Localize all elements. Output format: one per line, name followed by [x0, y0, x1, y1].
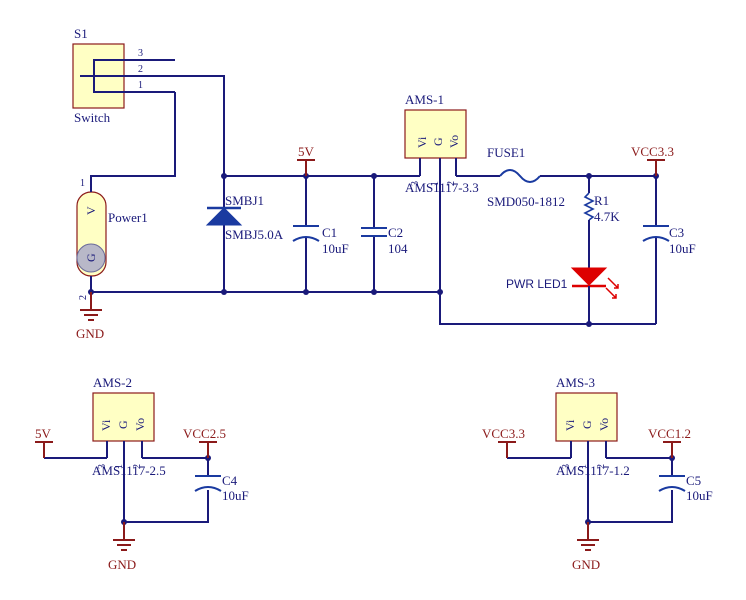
ams2-ref: AMS-2 [93, 375, 132, 390]
net-vcc12-symbol: VCC1.2 [648, 426, 691, 458]
power1-pin1-num: 1 [80, 178, 85, 189]
svg-text:3: 3 [561, 464, 572, 469]
net-5v-top-symbol: 5V [297, 144, 315, 176]
capacitor-c1[interactable]: C1 10uF [292, 176, 349, 292]
c1-ref: C1 [322, 225, 337, 240]
s1-value: Switch [74, 110, 111, 125]
ams2-value: AMS1117-2.5 [92, 463, 166, 478]
led-ref: PWR LED1 [506, 277, 568, 291]
capacitor-c3[interactable]: C3 10uF [642, 176, 696, 324]
net-gnd-left: GND [108, 557, 136, 572]
power1-pin-v: V [84, 206, 98, 215]
resistor-zigzag [583, 192, 595, 221]
net-vcc33-right: VCC3.3 [482, 426, 525, 441]
fuse-symbol [499, 169, 541, 183]
regulator-ams1[interactable]: AMS-1 Vi G Vo 3 1 2 AMS1117-3.3 [404, 92, 479, 195]
capacitor-c5[interactable]: C5 10uF [658, 458, 713, 503]
smbj1-ref: SMBJ1 [225, 193, 264, 208]
connector-power1[interactable]: V G Power1 1 2 [76, 178, 148, 300]
r1-value: 4.7K [594, 209, 620, 224]
svg-text:2: 2 [132, 464, 143, 469]
power1-g-circle [76, 243, 106, 273]
svg-text:2: 2 [596, 464, 607, 469]
ams1-body [404, 109, 467, 159]
net-vcc33-right-symbol: VCC3.3 [482, 426, 525, 458]
regulator-ams3[interactable]: AMS-3 Vi G Vo 3 1 2 AMS1117-1.2 [555, 375, 630, 522]
wire-ams1-gnd [439, 176, 656, 325]
smbj1-value: SMBJ5.0A [225, 227, 284, 242]
led-arrows-icon [605, 277, 619, 299]
ams3-ref: AMS-3 [556, 375, 595, 390]
s1-pin3-num: 3 [138, 48, 143, 59]
regulator-ams2[interactable]: AMS-2 Vi G Vo 3 1 2 AMS1117-2.5 [92, 375, 166, 522]
fuse1-ref: FUSE1 [487, 145, 525, 160]
resistor-r1[interactable]: R1 4.7K [583, 176, 620, 268]
net-5v-left: 5V [35, 426, 52, 441]
svg-text:3: 3 [410, 181, 421, 186]
svg-text:1: 1 [430, 181, 441, 186]
ams1-value: AMS1117-3.3 [405, 180, 479, 195]
r1-ref: R1 [594, 193, 609, 208]
gnd-symbol-top: GND [76, 292, 104, 341]
switch-s1[interactable]: S1 3 2 1 Switch [72, 26, 175, 125]
power1-pin2-num: 2 [78, 295, 89, 300]
ams3-pin-g: G [580, 420, 594, 429]
c5-ref: C5 [686, 473, 701, 488]
ams1-pin-vi: Vi [415, 136, 429, 148]
capacitor-c4[interactable]: C4 10uF [194, 458, 249, 503]
c2-ref: C2 [388, 225, 403, 240]
wire-s1-5v [175, 75, 225, 176]
c2-value: 104 [388, 241, 408, 256]
led-triangle [570, 267, 608, 286]
net-vcc25-symbol: VCC2.5 [183, 426, 226, 458]
capacitor-c2[interactable]: C2 104 [361, 176, 408, 292]
c5-value: 10uF [686, 488, 713, 503]
ams3-pin-vo: Vo [597, 418, 611, 431]
led-pwr-led1[interactable]: PWR LED1 [506, 267, 619, 324]
c3-ref: C3 [669, 225, 684, 240]
svg-text:2: 2 [446, 181, 457, 186]
power1-pin-g: G [84, 253, 98, 262]
fuse1-value: SMD050-1812 [487, 194, 565, 209]
net-gnd-top: GND [76, 326, 104, 341]
ams2-pin-g: G [116, 420, 130, 429]
diode-triangle [205, 207, 243, 226]
diode-smbj1[interactable]: SMBJ1 SMBJ5.0A [205, 176, 284, 292]
ams1-ref: AMS-1 [405, 92, 444, 107]
ams3-value: AMS1117-1.2 [556, 463, 630, 478]
ams1-pin-g: G [431, 137, 445, 146]
net-vcc25: VCC2.5 [183, 426, 226, 441]
net-gnd-right: GND [572, 557, 600, 572]
net-5v-top: 5V [298, 144, 315, 159]
s1-ref: S1 [74, 26, 88, 41]
s1-pin2-num: 2 [138, 64, 143, 75]
svg-text:3: 3 [97, 464, 108, 469]
c1-value: 10uF [322, 241, 349, 256]
ams3-body [555, 392, 618, 442]
c4-ref: C4 [222, 473, 238, 488]
wire-s1-power1 [90, 92, 176, 192]
net-vcc33-top: VCC3.3 [631, 144, 674, 159]
ams3-pin-vi: Vi [563, 419, 577, 431]
svg-text:1: 1 [114, 464, 125, 469]
ams2-pin-vo: Vo [133, 418, 147, 431]
ams2-pin-vi: Vi [99, 419, 113, 431]
net-vcc12: VCC1.2 [648, 426, 691, 441]
gnd-symbol-right: GND [572, 522, 600, 572]
svg-text:1: 1 [578, 464, 589, 469]
s1-pin1-num: 1 [138, 80, 143, 91]
fuse-fuse1[interactable]: FUSE1 SMD050-1812 [487, 145, 565, 209]
c3-value: 10uF [669, 241, 696, 256]
gnd-symbol-left: GND [108, 522, 136, 572]
ams1-pin-vo: Vo [447, 135, 461, 148]
c4-value: 10uF [222, 488, 249, 503]
net-vcc33-top-symbol: VCC3.3 [631, 144, 674, 176]
ams2-body [92, 392, 155, 442]
net-5v-left-symbol: 5V [35, 426, 53, 458]
power1-ref: Power1 [108, 210, 148, 225]
